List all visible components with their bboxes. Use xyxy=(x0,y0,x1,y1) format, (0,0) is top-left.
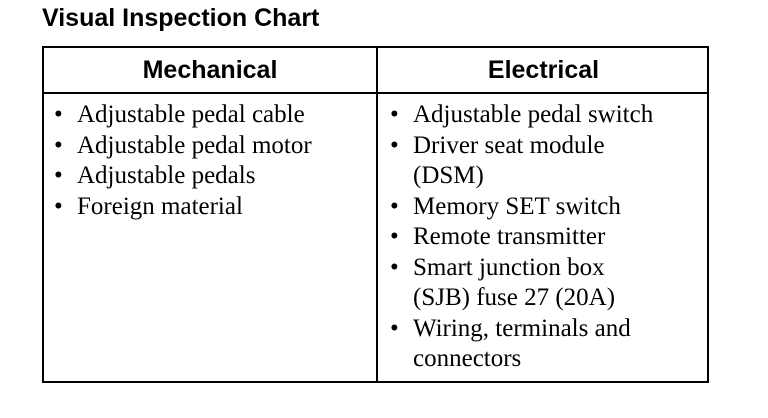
list-item: • Adjustable pedal motor xyxy=(54,131,372,162)
bullet-icon: • xyxy=(54,162,63,189)
item-line: Driver seat module xyxy=(413,131,605,159)
bullet-icon: • xyxy=(390,314,399,342)
electrical-item-list: • Adjustable pedal switch • Driver seat … xyxy=(390,100,705,375)
list-item: • Wiring, terminals and connectors xyxy=(390,314,705,375)
item-line: Adjustable pedal motor xyxy=(77,131,312,159)
item-line: Memory SET switch xyxy=(413,192,621,220)
visual-inspection-table: Mechanical Electrical • Adjustable pedal… xyxy=(42,46,709,383)
list-item: • Remote transmitter xyxy=(390,222,705,253)
item-line: Adjustable pedal switch xyxy=(413,101,654,128)
bullet-icon: • xyxy=(390,131,399,159)
mechanical-item-list: • Adjustable pedal cable • Adjustable pe… xyxy=(54,100,372,222)
bullet-icon: • xyxy=(390,223,399,250)
list-item: • Foreign material xyxy=(54,192,372,223)
bullet-icon: • xyxy=(54,131,63,159)
list-item: • Adjustable pedal switch xyxy=(390,100,705,131)
list-item: • Driver seat module (DSM) xyxy=(390,131,705,192)
bullet-icon: • xyxy=(390,192,399,220)
column-divider xyxy=(376,48,378,381)
item-line: (SJB) fuse 27 (20A) xyxy=(413,284,616,311)
bullet-icon: • xyxy=(390,101,399,128)
mechanical-column-header: Mechanical xyxy=(142,55,278,84)
header-divider xyxy=(44,92,707,94)
bullet-icon: • xyxy=(54,192,63,220)
bullet-icon: • xyxy=(390,253,399,281)
item-line: Wiring, terminals and xyxy=(413,314,631,342)
item-line: (DSM) xyxy=(413,162,484,189)
list-item: • Adjustable pedals xyxy=(54,161,372,192)
bullet-icon: • xyxy=(54,101,63,128)
item-line: Smart junction box xyxy=(413,253,605,281)
item-line: Remote transmitter xyxy=(413,223,606,250)
item-line: Foreign material xyxy=(77,192,243,220)
chart-title: Visual Inspection Chart xyxy=(42,4,320,32)
item-line: Adjustable pedals xyxy=(77,162,256,189)
list-item: • Memory SET switch xyxy=(390,192,705,223)
item-line: connectors xyxy=(413,345,522,372)
item-line: Adjustable pedal cable xyxy=(77,101,305,128)
list-item: • Smart junction box (SJB) fuse 27 (20A) xyxy=(390,253,705,314)
list-item: • Adjustable pedal cable xyxy=(54,100,372,131)
electrical-column-header: Electrical xyxy=(487,55,600,84)
